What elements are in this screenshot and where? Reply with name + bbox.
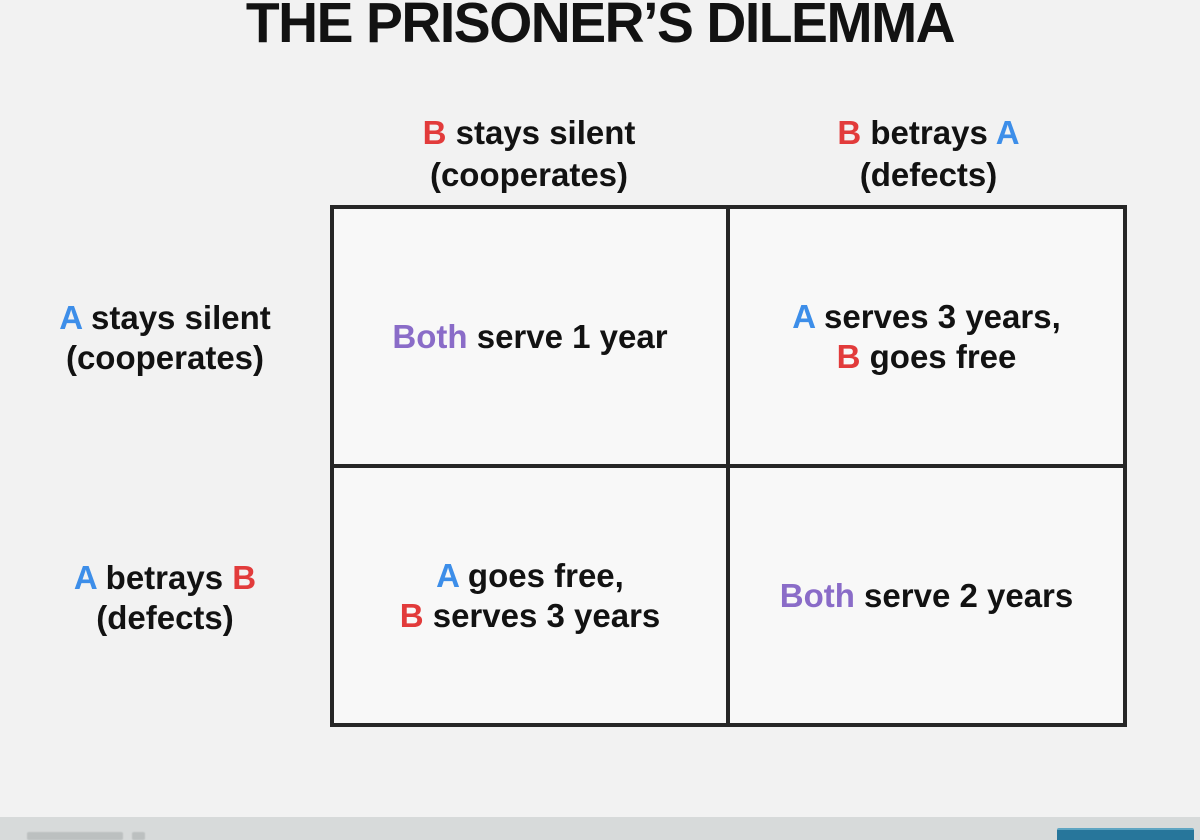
- text-segment: goes free,: [458, 556, 624, 594]
- payoff-cell-a-betrays-b: A goes free, B serves 3 years: [334, 468, 726, 723]
- text-segment: Both: [779, 576, 855, 614]
- text-segment: stays silent: [446, 114, 636, 151]
- text-segment: stays silent: [81, 299, 271, 336]
- watermark-text-fragment: [27, 832, 123, 840]
- watermark-text-fragment: [132, 832, 145, 840]
- payoff-cell-line: B goes free: [837, 337, 1017, 377]
- text-segment: Both: [392, 317, 468, 355]
- text-segment: B: [837, 114, 862, 151]
- text-segment: betrays: [861, 114, 996, 151]
- column-header-b-defects: B betrays A (defects): [730, 112, 1127, 196]
- text-segment: (cooperates): [65, 339, 265, 376]
- text-segment: serves 3 years: [423, 596, 661, 634]
- payoff-cell-line: Both serve 1 year: [392, 317, 667, 357]
- row-header-line: (defects): [8, 598, 322, 638]
- text-segment: B: [422, 114, 447, 151]
- column-header-line: B stays silent: [330, 112, 728, 154]
- column-header-line: (cooperates): [330, 154, 728, 196]
- row-header-a-defects: A betrays B (defects): [8, 558, 322, 638]
- text-segment: A: [436, 556, 459, 594]
- text-segment: serves 3 years,: [814, 297, 1061, 335]
- text-segment: A: [792, 297, 815, 335]
- row-header-line: (cooperates): [8, 338, 322, 378]
- row-header-line: A stays silent: [8, 298, 322, 338]
- payoff-cell-both-defect: Both serve 2 years: [730, 468, 1123, 723]
- text-segment: goes free: [860, 337, 1017, 375]
- column-header-b-cooperates: B stays silent (cooperates): [330, 112, 728, 196]
- text-segment: serve 1 year: [467, 317, 668, 355]
- text-segment: betrays: [96, 559, 233, 596]
- text-segment: B: [232, 559, 257, 596]
- payoff-cell-line: B serves 3 years: [400, 596, 661, 636]
- payoff-cell-line: A serves 3 years,: [792, 297, 1061, 337]
- text-segment: A: [59, 299, 82, 336]
- column-header-line: (defects): [730, 154, 1127, 196]
- row-header-line: A betrays B: [8, 558, 322, 598]
- payoff-cell-line: A goes free,: [436, 556, 624, 596]
- page-title: THE PRISONER’S DILEMMA: [245, 0, 956, 55]
- payoff-matrix-grid: Both serve 1 year A serves 3 years, B go…: [330, 205, 1127, 727]
- text-segment: (defects): [859, 156, 998, 193]
- row-header-a-cooperates: A stays silent (cooperates): [8, 298, 322, 378]
- text-segment: A: [995, 114, 1020, 151]
- text-segment: B: [836, 337, 861, 375]
- payoff-cell-both-cooperate: Both serve 1 year: [334, 209, 726, 464]
- column-header-line: B betrays A: [730, 112, 1127, 154]
- footer-bar: [0, 817, 1200, 840]
- text-segment: (defects): [96, 599, 234, 636]
- footer-button[interactable]: [1057, 828, 1194, 840]
- text-segment: (cooperates): [429, 156, 629, 193]
- text-segment: B: [399, 596, 424, 634]
- payoff-cell-b-betrays-a: A serves 3 years, B goes free: [730, 209, 1123, 464]
- text-segment: serve 2 years: [854, 576, 1074, 614]
- payoff-cell-line: Both serve 2 years: [780, 576, 1074, 616]
- text-segment: A: [73, 559, 97, 596]
